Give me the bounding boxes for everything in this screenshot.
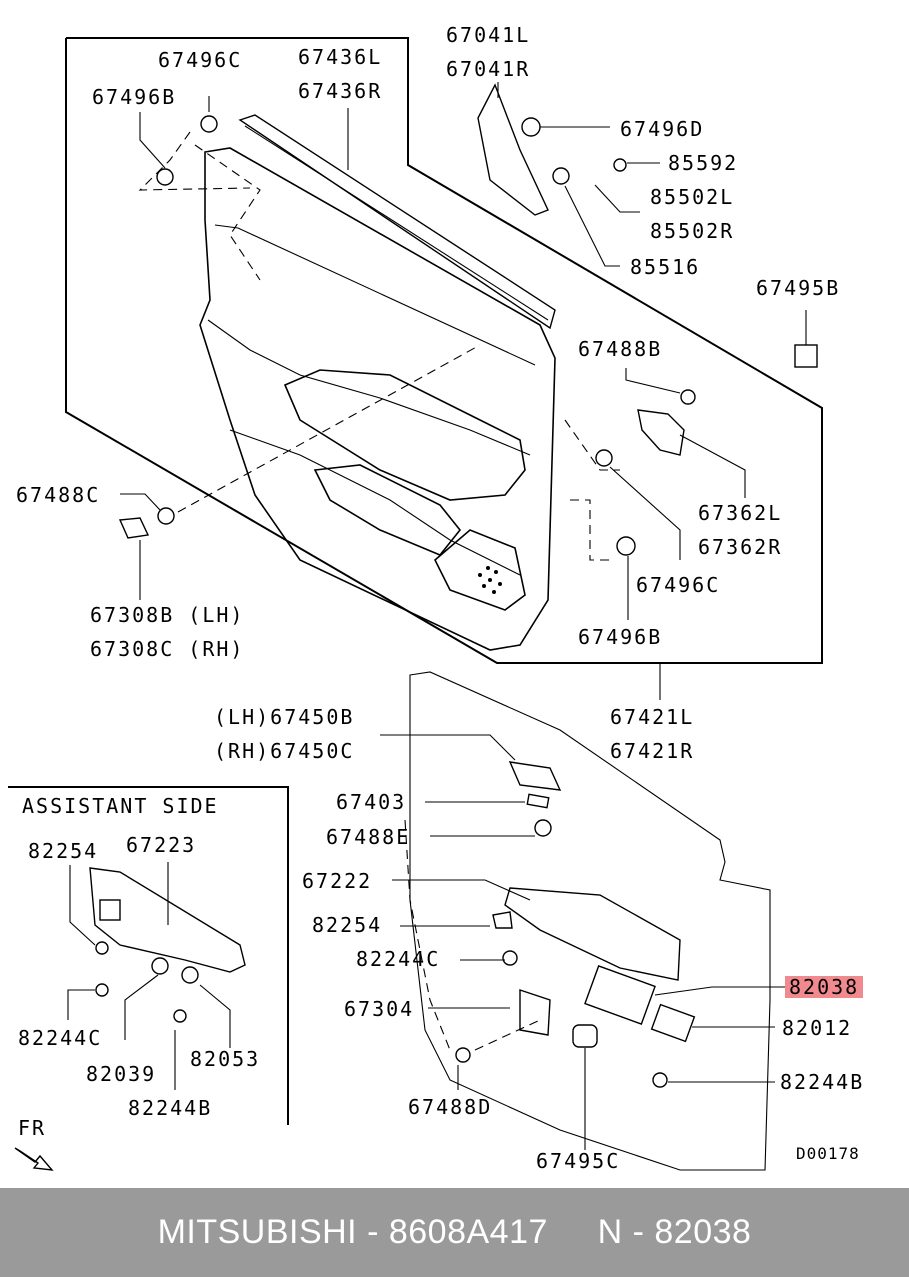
label-67436R: 67436R <box>298 79 383 103</box>
label-67495C: 67495C <box>536 1149 621 1173</box>
weatherstrip <box>238 114 556 330</box>
label-67496D: 67496D <box>620 117 705 141</box>
label-67222: 67222 <box>302 869 373 893</box>
label-67362R: 67362R <box>698 535 783 559</box>
label-85592: 85592 <box>668 151 739 175</box>
label-82254-main: 82254 <box>312 913 383 937</box>
fr-arrow-icon <box>14 1147 54 1171</box>
label-67488E: 67488E <box>326 825 411 849</box>
label-85516: 85516 <box>630 255 701 279</box>
label-67495B: 67495B <box>756 276 841 300</box>
label-82244B-main: 82244B <box>780 1070 865 1094</box>
switch-bezel <box>504 887 681 981</box>
label-67304: 67304 <box>344 997 415 1021</box>
assistant-label-82254: 82254 <box>28 839 99 863</box>
parts-diagram: 67041L 67041R 67496C 67496B 67436L 67436… <box>8 23 865 1173</box>
label-67450B: (LH)67450B <box>214 705 355 729</box>
fr-label: FR <box>18 1116 47 1140</box>
label-85502L: 85502L <box>650 185 735 209</box>
label-82012: 82012 <box>782 1016 853 1040</box>
label-67496B-top: 67496B <box>92 85 177 109</box>
assistant-side-title: ASSISTANT SIDE <box>22 794 219 818</box>
label-82244C-main: 82244C <box>356 947 441 971</box>
assistant-label-82244B: 82244B <box>128 1096 213 1120</box>
label-67041L: 67041L <box>446 23 531 47</box>
label-67450C: (RH)67450C <box>214 739 355 763</box>
footer-bar: MITSUBISHI - 8608A417 N - 82038 <box>0 1188 909 1277</box>
main-door-panel <box>409 671 771 1171</box>
label-67496C-top: 67496C <box>158 48 243 72</box>
label-67436L: 67436L <box>298 45 383 69</box>
label-D00178: D00178 <box>796 1144 860 1163</box>
label-67488C: 67488C <box>16 483 101 507</box>
assistant-label-82244C: 82244C <box>18 1026 103 1050</box>
assistant-side-frame <box>8 786 289 1125</box>
label-67403: 67403 <box>336 790 407 814</box>
switch-cover <box>508 761 562 791</box>
label-67308C: 67308C (RH) <box>90 637 245 661</box>
footer-part-number: MITSUBISHI - 8608A417 N - 82038 <box>157 1213 752 1251</box>
label-67421R: 67421R <box>610 739 695 763</box>
label-67041R: 67041R <box>446 57 531 81</box>
label-67488D: 67488D <box>408 1095 493 1119</box>
label-67496C-mid: 67496C <box>636 573 721 597</box>
label-67421L: 67421L <box>610 705 695 729</box>
leader-lines <box>67 82 807 1150</box>
assistant-label-67223: 67223 <box>126 833 197 857</box>
speaker-grille <box>478 566 502 594</box>
diagram-drawing <box>8 37 823 1171</box>
label-67488B: 67488B <box>578 337 663 361</box>
assistant-label-82039: 82039 <box>86 1062 157 1086</box>
label-67308B: 67308B (LH) <box>90 603 245 627</box>
label-67496B-mid: 67496B <box>578 625 663 649</box>
door-trim-panel <box>199 147 556 651</box>
door-trim-frame <box>65 37 823 664</box>
label-85502R: 85502R <box>650 219 735 243</box>
label-67362L: 67362L <box>698 501 783 525</box>
corner-trim <box>477 83 549 216</box>
assistant-label-82053: 82053 <box>190 1047 261 1071</box>
dashed-guides <box>138 131 620 1051</box>
label-82038-highlighted: 82038 <box>785 976 864 998</box>
